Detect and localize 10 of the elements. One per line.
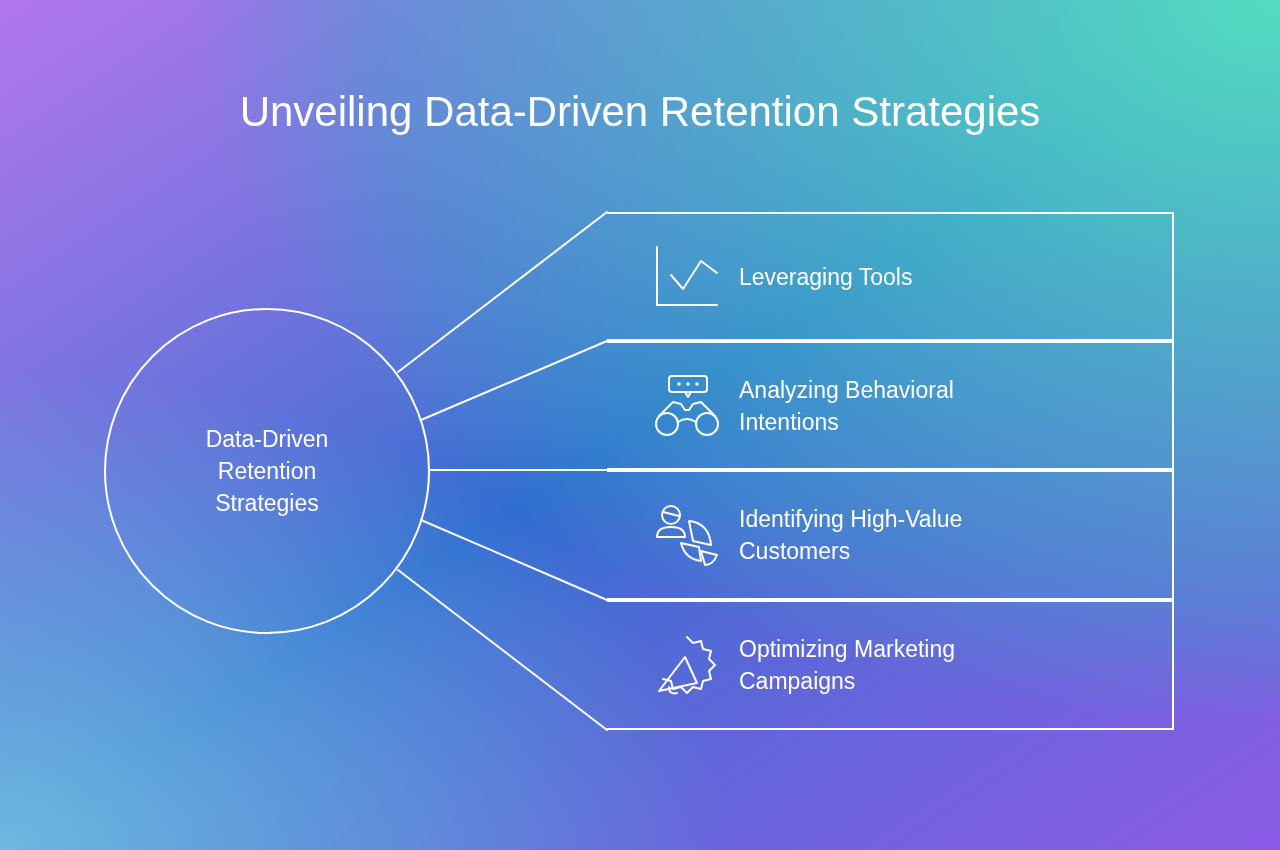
strategy-text: Optimizing Marketing Campaigns bbox=[739, 635, 957, 696]
strategy-row bbox=[607, 212, 1174, 341]
strategy-text: Analyzing Behavioral Intentions bbox=[739, 375, 955, 437]
title: Unveiling Data-Driven Retention Strategies bbox=[238, 87, 1042, 137]
topic-text: Data-Driven Retention Strategies bbox=[204, 425, 330, 518]
strategy-text: Identifying High-Value Customers bbox=[739, 505, 964, 566]
strategy-text: Leveraging Tools bbox=[739, 262, 914, 292]
strategy-row bbox=[607, 600, 1174, 730]
strategy-row bbox=[607, 470, 1174, 600]
strategy-row bbox=[607, 341, 1174, 470]
